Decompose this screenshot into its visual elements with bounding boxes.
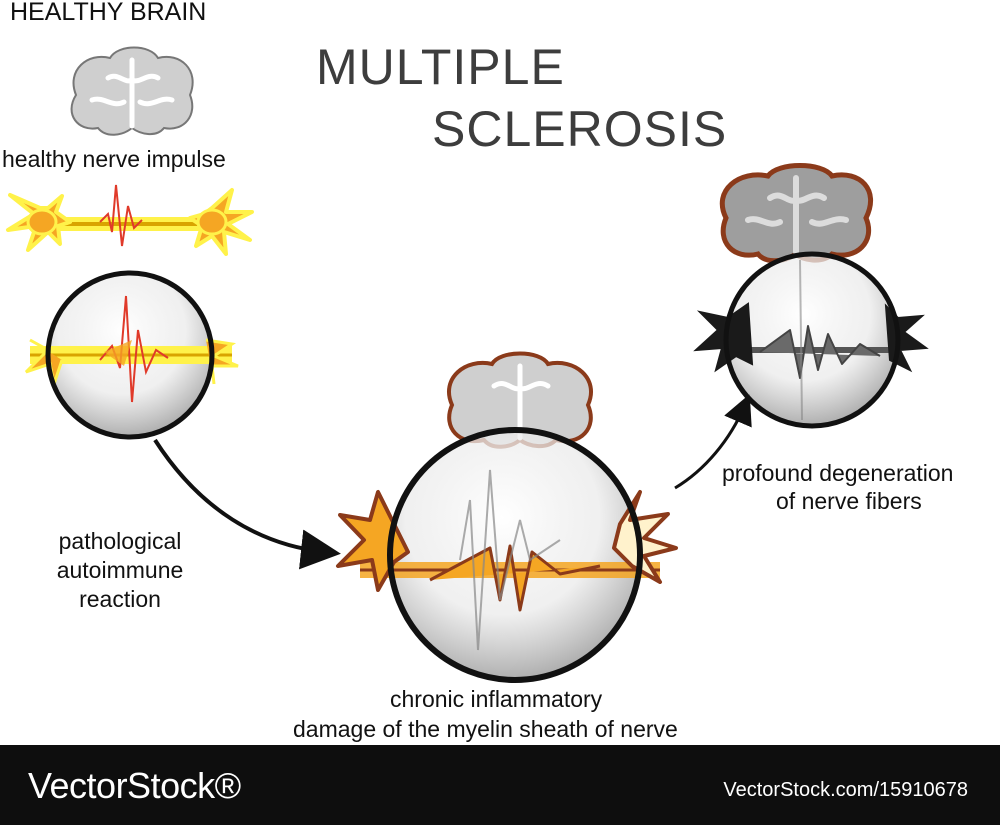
chronic-inflammatory-label-line1: chronic inflammatory bbox=[390, 686, 603, 712]
degenerated-brain-icon bbox=[719, 163, 874, 264]
healthy-impulse-label: healthy nerve impulse bbox=[2, 146, 226, 172]
ms-diagram bbox=[6, 46, 929, 683]
pathological-reaction-label: pathological autoimmune reaction bbox=[56, 528, 184, 612]
neuron-right-icon bbox=[188, 188, 254, 256]
footer-brand-logo[interactable]: VectorStock® bbox=[28, 765, 241, 806]
main-title-line2: SCLEROSIS bbox=[432, 101, 728, 157]
inflamed-neuron-right-icon bbox=[612, 490, 678, 584]
healthy-neuron-pair-icon bbox=[6, 184, 254, 256]
neuron-left-icon bbox=[6, 193, 72, 252]
lens-degenerated-icon bbox=[693, 251, 929, 429]
arrow-to-inflamed-icon bbox=[153, 438, 341, 570]
lens-inflamed-icon bbox=[336, 427, 678, 683]
healthy-brain-icon bbox=[70, 46, 194, 136]
footer-image-id[interactable]: VectorStock.com/15910678 bbox=[723, 779, 968, 801]
main-title-line1: MULTIPLE bbox=[316, 39, 565, 95]
profound-degeneration-label-line1: profound degeneration bbox=[722, 460, 954, 486]
lens-healthy-icon bbox=[24, 270, 239, 440]
chronic-inflammatory-label-line2: damage of the myelin sheath of nerve bbox=[293, 716, 678, 742]
footer-bar: VectorStock® VectorStock.com/15910678 bbox=[0, 745, 1000, 825]
signal-spike-icon bbox=[99, 184, 143, 247]
healthy-brain-title: HEALTHY BRAIN bbox=[10, 0, 207, 26]
arrow-to-degenerated-icon bbox=[674, 393, 752, 490]
profound-degeneration-label-line2: of nerve fibers bbox=[776, 488, 922, 514]
